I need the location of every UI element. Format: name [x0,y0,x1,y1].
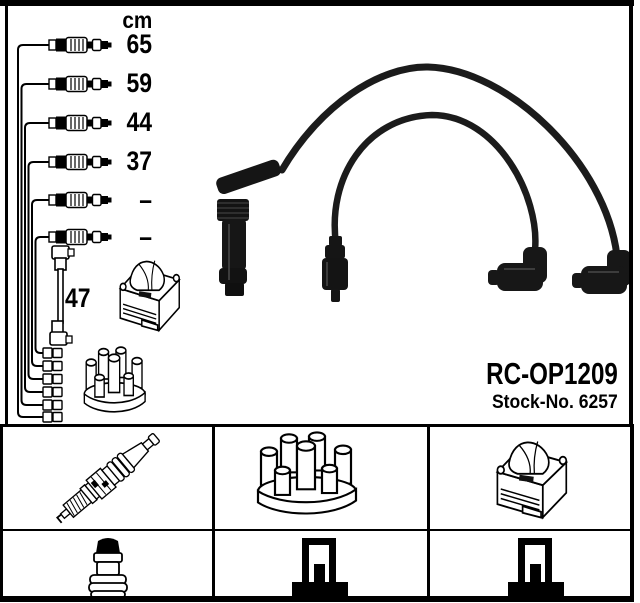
legend-cell-plug-connector [3,531,212,596]
panel-divider [0,424,634,427]
grid-row-divider [0,529,633,531]
legend-cell-terminal-1 [215,531,427,596]
grid-right [630,427,634,597]
legend-cell-distributor-cap [215,427,427,529]
cable-bundle-lines [17,44,49,418]
grid-left [0,427,3,597]
cable-length-label: 65 [126,29,152,59]
stock-number: Stock-No. 6257 [492,391,618,413]
legend-cell-terminal-2 [430,531,630,596]
part-code: RC-OP1209 [486,356,618,391]
unit-header: cm [122,7,152,33]
straight-connector-photo [322,236,348,302]
straight-boot-photo [216,159,281,296]
legend-cell-spark-plug [3,427,212,529]
ignition-coil-drawing [119,259,181,332]
cable-length-label: 44 [126,107,152,137]
cable-row-drawings [48,36,113,246]
elbow-boot-photo [487,246,548,292]
frame-right-top-panel [629,6,633,425]
frame-left-top-panel [5,6,8,425]
distributor-cap-drawing [83,346,146,413]
elbow-boot-photo [571,249,632,295]
cable-length-label: 37 [126,146,152,176]
grid-column-divider-2 [427,427,430,596]
cable-length-label: – [139,222,152,252]
terminal-stack-drawing [42,347,63,423]
cable-set-photo [216,63,632,302]
grid-column-divider-1 [212,427,215,596]
frame-top [0,0,634,6]
legend-cell-ignition-coil [430,427,630,529]
cable-length-label: – [139,185,152,215]
cable-length-label: 59 [126,68,152,98]
frame-bottom [0,596,634,602]
coil-cable-drawing [49,245,75,346]
coil-cable-length-label: 47 [65,283,91,313]
